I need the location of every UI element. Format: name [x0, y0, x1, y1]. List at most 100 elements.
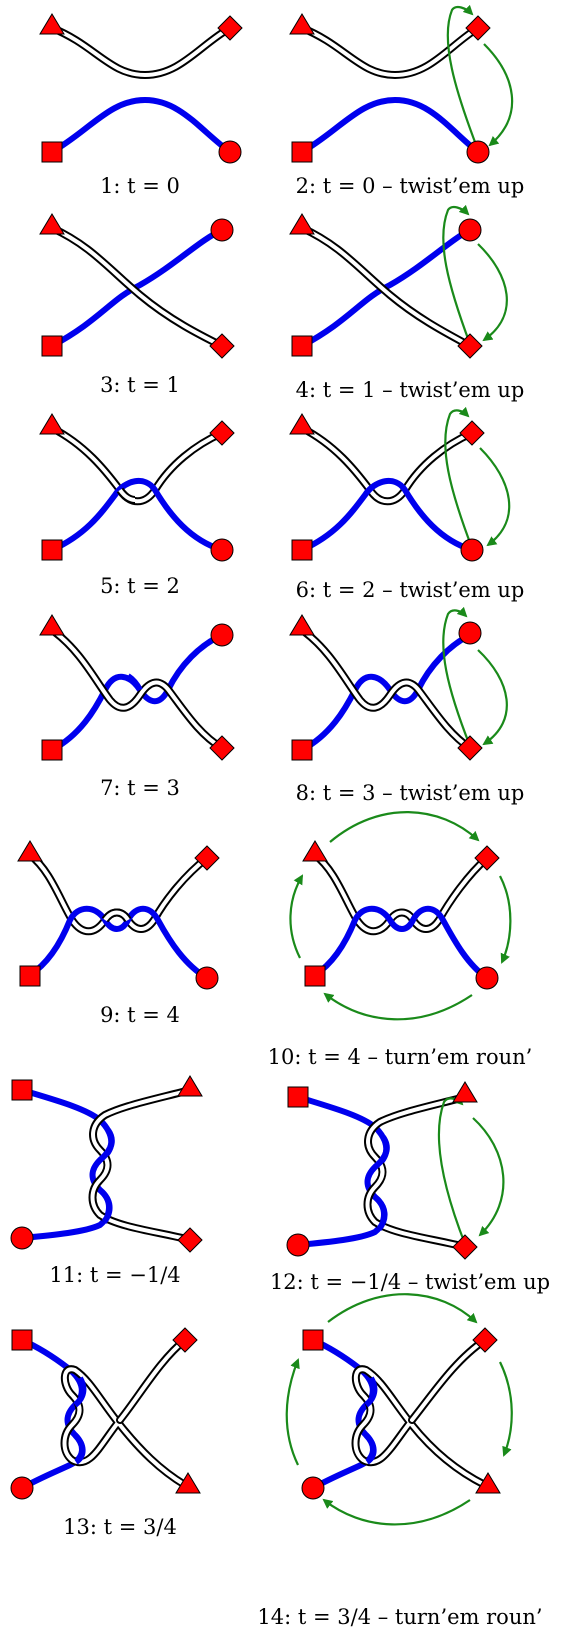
circle-endpoint — [210, 538, 234, 562]
circle-endpoint — [458, 218, 482, 242]
circle-endpoint — [10, 1226, 34, 1250]
white-band — [88, 1086, 194, 1244]
white-band — [298, 24, 482, 80]
blue-band — [49, 478, 225, 553]
twist-arrow — [437, 1094, 467, 1245]
panel-caption: 5: t = 2 — [100, 574, 180, 598]
turn-arrow — [499, 1361, 513, 1457]
blue-band-overcross — [372, 1194, 388, 1231]
panel-caption: 14: t = 3/4 – turn’em roun’ — [257, 1605, 542, 1629]
diamond-endpoint — [474, 845, 500, 871]
panel-caption: 13: t = 3/4 — [63, 1515, 177, 1539]
panel-caption: 2: t = 0 – twist’em up — [296, 174, 525, 198]
blue-band — [27, 905, 210, 981]
twist-arrow — [472, 1117, 505, 1237]
turn-arrow — [289, 874, 304, 959]
panel-caption: 12: t = −1/4 – twist’em up — [270, 1270, 550, 1294]
square-endpoint — [304, 965, 326, 987]
white-band — [298, 626, 474, 752]
twist-arrow — [483, 43, 514, 147]
twist-arrow — [444, 406, 474, 549]
panel-14: 14: t = 3/4 – turn’em roun’ — [257, 1293, 543, 1629]
panel-10: 10: t = 4 – turn’em roun’ — [268, 811, 533, 1069]
diamond-endpoint — [177, 1227, 203, 1253]
panel-caption: 7: t = 3 — [100, 776, 180, 800]
twist-arrow — [477, 649, 508, 746]
panel-13: 13: t = 3/4 — [10, 1327, 201, 1539]
circle-endpoint — [466, 140, 490, 164]
diamond-endpoint — [459, 420, 485, 446]
panel-8: 8: t = 3 – twist’em up — [289, 606, 525, 805]
turn-arrow — [327, 1293, 478, 1324]
triangle-endpoint — [177, 1075, 203, 1097]
panel-caption: 10: t = 4 – turn’em roun’ — [268, 1045, 533, 1069]
panel-7: 7: t = 3 — [39, 614, 235, 800]
circle-endpoint — [195, 966, 219, 990]
panel-caption: 6: t = 2 – twist’em up — [296, 578, 525, 602]
panel-5: 5: t = 2 — [39, 413, 235, 598]
panel-caption: 11: t = −1/4 — [49, 1263, 180, 1287]
circle-endpoint — [475, 966, 499, 990]
white-band — [26, 851, 211, 936]
triangle-endpoint — [302, 840, 328, 862]
blue-band-overcross — [73, 1376, 87, 1408]
white-band — [351, 1365, 489, 1489]
twist-arrow — [477, 243, 508, 342]
circle-endpoint — [458, 621, 482, 645]
blue-band-overcross — [364, 1376, 378, 1408]
blue-band — [310, 1337, 376, 1491]
triangle-endpoint — [289, 413, 315, 435]
circle-endpoint — [218, 140, 242, 164]
circle-endpoint — [210, 623, 234, 647]
twist-arrow — [442, 606, 472, 747]
square-endpoint — [291, 335, 313, 357]
white-band-overcross — [101, 908, 132, 923]
white-band — [298, 424, 476, 506]
white-band — [363, 1093, 469, 1251]
twist-arrow — [446, 4, 480, 151]
triangle-endpoint — [39, 13, 65, 35]
diamond-endpoint — [209, 333, 235, 359]
diamond-endpoint — [217, 15, 243, 41]
triangle-endpoint — [289, 213, 315, 235]
panel-2: 2: t = 0 – twist’em up — [289, 4, 525, 198]
diamond-endpoint — [194, 845, 220, 871]
turn-arrow — [323, 992, 473, 1021]
triangle-endpoint — [39, 413, 65, 435]
twist-arrow — [442, 204, 472, 345]
blue-band — [49, 96, 233, 155]
white-band — [60, 1365, 189, 1489]
panel-4: 4: t = 1 – twist’em up — [289, 204, 525, 402]
panel-caption: 3: t = 1 — [100, 373, 180, 397]
blue-band-overcross — [363, 1432, 377, 1465]
circle-endpoint — [10, 1476, 34, 1500]
turn-arrow — [329, 811, 480, 843]
blue-band-overcross — [97, 1187, 113, 1224]
white-band — [48, 424, 226, 506]
square-endpoint — [41, 335, 63, 357]
square-endpoint — [291, 141, 313, 163]
triangle-endpoint — [475, 1472, 501, 1494]
white-band — [408, 1336, 489, 1424]
diamond-endpoint — [472, 1327, 498, 1353]
panel-caption: 8: t = 3 – twist’em up — [296, 781, 525, 805]
triangle-endpoint — [39, 614, 65, 636]
white-band-overcross — [116, 487, 136, 504]
square-endpoint — [19, 965, 41, 987]
blue-band — [295, 1094, 390, 1248]
triangle-endpoint — [175, 1472, 201, 1494]
diamond-endpoint — [209, 420, 235, 446]
circle-endpoint — [301, 1476, 325, 1500]
white-band — [298, 224, 474, 350]
panel-6: 6: t = 2 – twist’em up — [289, 406, 525, 602]
panel-caption: 9: t = 4 — [100, 1003, 180, 1027]
blue-band — [299, 478, 475, 553]
square-endpoint — [11, 1329, 33, 1351]
square-endpoint — [302, 1329, 324, 1351]
triangle-endpoint — [289, 614, 315, 636]
turn-arrow — [322, 1498, 471, 1526]
panel-caption: 4: t = 1 – twist’em up — [296, 378, 525, 402]
diamond-endpoint — [457, 333, 483, 359]
triangle-endpoint — [17, 840, 43, 862]
twist-arrow — [479, 447, 511, 547]
